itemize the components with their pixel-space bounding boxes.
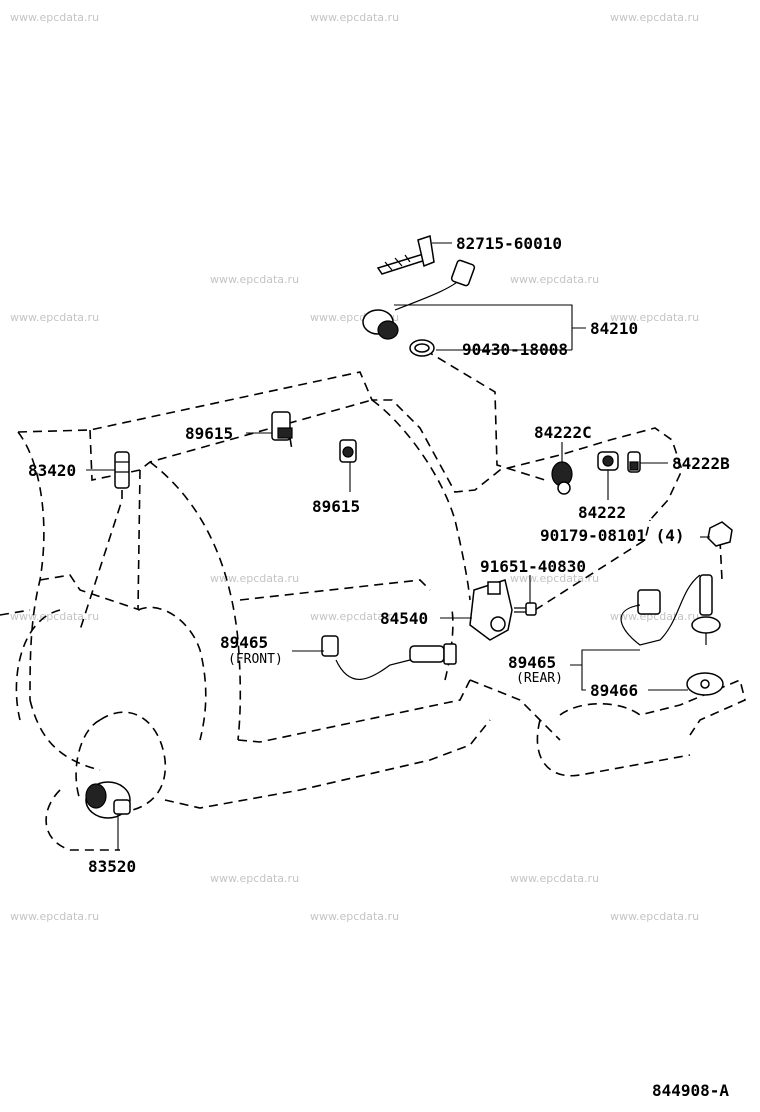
part-84540-switch — [469, 579, 513, 641]
watermark: www.epcdata.ru — [210, 273, 299, 286]
watermark: www.epcdata.ru — [510, 572, 599, 585]
watermark: www.epcdata.ru — [310, 11, 399, 24]
watermark: www.epcdata.ru — [10, 11, 99, 24]
part-84222 — [597, 451, 619, 471]
watermarks: www.epcdata.ru www.epcdata.ru www.epcdat… — [10, 11, 699, 923]
watermark: www.epcdata.ru — [310, 610, 399, 623]
diagram-id: 844908-A — [652, 1081, 729, 1100]
watermark: www.epcdata.ru — [610, 910, 699, 923]
part-89466-gasket — [686, 672, 724, 696]
guide-lines — [79, 349, 723, 631]
watermark: www.epcdata.ru — [510, 872, 599, 885]
label-83520[interactable]: 83520 — [88, 857, 136, 876]
label-89615-lower[interactable]: 89615 — [312, 497, 360, 516]
part-83520 — [85, 781, 131, 819]
part-82715-clamp — [376, 235, 435, 275]
part-90430-oring — [409, 339, 435, 357]
label-91651-40830[interactable]: 91651-40830 — [480, 557, 586, 576]
part-89465-rear-sensor — [620, 574, 721, 646]
part-labels: 82715-60010 84210 90430-18008 89615 8961… — [28, 234, 730, 876]
part-84210-sensor — [362, 259, 476, 340]
part-91651-bolt — [514, 602, 537, 616]
watermark: www.epcdata.ru — [10, 910, 99, 923]
part-84222c — [551, 461, 573, 495]
watermark: www.epcdata.ru — [210, 872, 299, 885]
label-84222[interactable]: 84222 — [578, 503, 626, 522]
watermark: www.epcdata.ru — [210, 572, 299, 585]
label-89465-rear-sub: (REAR) — [516, 671, 563, 686]
watermark: www.epcdata.ru — [310, 910, 399, 923]
label-89465-front-sub: (FRONT) — [228, 652, 283, 667]
label-89465-rear[interactable]: 89465 — [508, 653, 556, 672]
label-84210[interactable]: 84210 — [590, 319, 638, 338]
label-89465-front[interactable]: 89465 — [220, 633, 268, 652]
label-83420[interactable]: 83420 — [28, 461, 76, 480]
label-89615-upper[interactable]: 89615 — [185, 424, 233, 443]
label-89466[interactable]: 89466 — [590, 681, 638, 700]
watermark: www.epcdata.ru — [10, 311, 99, 324]
watermark: www.epcdata.ru — [610, 11, 699, 24]
leader-lines — [86, 242, 710, 850]
label-84222c[interactable]: 84222C — [534, 423, 592, 442]
label-90430-18008[interactable]: 90430-18008 — [462, 340, 568, 359]
label-84540[interactable]: 84540 — [380, 609, 428, 628]
watermark: www.epcdata.ru — [510, 273, 599, 286]
part-89615-upper — [271, 411, 293, 441]
watermark: www.epcdata.ru — [610, 311, 699, 324]
part-89465-front-sensor — [321, 635, 457, 680]
part-84222b — [627, 451, 641, 473]
part-90179-nut — [707, 521, 733, 547]
watermark: www.epcdata.ru — [10, 610, 99, 623]
label-84222b[interactable]: 84222B — [672, 454, 730, 473]
label-82715-60010[interactable]: 82715-60010 — [456, 234, 562, 253]
part-89615-lower — [339, 439, 357, 463]
label-90179-08101[interactable]: 90179-08101 (4) — [540, 526, 685, 545]
part-83420 — [114, 451, 130, 489]
